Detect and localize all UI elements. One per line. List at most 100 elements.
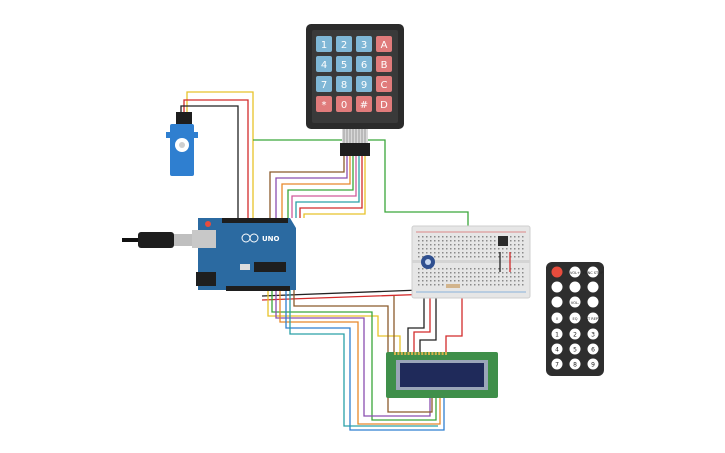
breadboard-hole bbox=[494, 248, 496, 250]
bb-lcd-red bbox=[413, 292, 431, 352]
remote-button[interactable] bbox=[551, 266, 563, 278]
breadboard-hole bbox=[474, 284, 476, 286]
keypad-key[interactable] bbox=[316, 36, 332, 52]
remote-button[interactable] bbox=[569, 281, 581, 293]
breadboard-hole bbox=[482, 236, 484, 238]
breadboard-hole bbox=[482, 244, 484, 246]
breadboard-hole bbox=[434, 244, 436, 246]
breadboard-hole bbox=[522, 276, 524, 278]
remote-button[interactable] bbox=[551, 296, 563, 308]
keypad-key[interactable] bbox=[376, 36, 392, 52]
breadboard-hole bbox=[458, 248, 460, 250]
keypad-key[interactable] bbox=[336, 56, 352, 72]
breadboard-hole bbox=[518, 268, 520, 270]
remote-button[interactable] bbox=[587, 296, 599, 308]
remote-digit-button[interactable] bbox=[569, 328, 581, 340]
breadboard-hole bbox=[446, 244, 448, 246]
breadboard-hole bbox=[510, 252, 512, 254]
remote-button[interactable] bbox=[569, 266, 581, 278]
breadboard-hole bbox=[470, 256, 472, 258]
keypad-key[interactable] bbox=[336, 76, 352, 92]
breadboard-hole bbox=[522, 240, 524, 242]
breadboard-hole bbox=[418, 284, 420, 286]
breadboard-hole bbox=[470, 276, 472, 278]
remote-digit-button[interactable] bbox=[551, 343, 563, 355]
breadboard-hole bbox=[494, 276, 496, 278]
keypad-key-label: B bbox=[381, 60, 388, 71]
remote-digit-button[interactable] bbox=[587, 358, 599, 370]
breadboard-hole bbox=[466, 256, 468, 258]
breadboard-hole bbox=[442, 256, 444, 258]
remote-button[interactable] bbox=[587, 312, 599, 324]
arduino-usb-port bbox=[192, 230, 216, 248]
breadboard-hole bbox=[430, 240, 432, 242]
breadboard-hole bbox=[478, 268, 480, 270]
breadboard-hole bbox=[430, 272, 432, 274]
breadboard-hole bbox=[470, 280, 472, 282]
keypad-key[interactable] bbox=[376, 56, 392, 72]
breadboard-hole bbox=[438, 252, 440, 254]
breadboard-hole bbox=[422, 268, 424, 270]
breadboard-hole bbox=[430, 268, 432, 270]
breadboard-hole bbox=[450, 272, 452, 274]
keypad-key[interactable] bbox=[316, 76, 332, 92]
lcd-pin bbox=[400, 352, 403, 355]
remote-button[interactable] bbox=[587, 281, 599, 293]
breadboard-hole bbox=[470, 248, 472, 250]
remote-button[interactable] bbox=[569, 312, 581, 324]
keypad-key[interactable] bbox=[356, 56, 372, 72]
keypad-ribbon bbox=[340, 129, 370, 156]
keypad-key[interactable] bbox=[376, 76, 392, 92]
remote-button[interactable] bbox=[587, 266, 599, 278]
usb-cable bbox=[122, 232, 196, 248]
breadboard-hole bbox=[478, 240, 480, 242]
breadboard-hole bbox=[454, 268, 456, 270]
remote-digit-button[interactable] bbox=[551, 358, 563, 370]
breadboard-hole bbox=[458, 240, 460, 242]
keypad-key[interactable] bbox=[316, 96, 332, 112]
keypad-key[interactable] bbox=[356, 36, 372, 52]
breadboard-hole bbox=[474, 276, 476, 278]
breadboard-hole bbox=[446, 280, 448, 282]
keypad-key[interactable] bbox=[356, 96, 372, 112]
remote-digit-button[interactable] bbox=[569, 358, 581, 370]
breadboard-hole bbox=[514, 276, 516, 278]
breadboard-hole bbox=[514, 236, 516, 238]
remote-button-label: 0 bbox=[556, 317, 558, 321]
arduino-chip bbox=[254, 262, 286, 272]
breadboard-hole bbox=[454, 244, 456, 246]
remote-digit-label: 1 bbox=[555, 332, 559, 339]
remote-digit-button[interactable] bbox=[587, 328, 599, 340]
keypad-key[interactable] bbox=[336, 36, 352, 52]
remote-button[interactable] bbox=[551, 281, 563, 293]
breadboard-hole bbox=[518, 244, 520, 246]
remote-button[interactable] bbox=[569, 296, 581, 308]
breadboard-hole bbox=[522, 284, 524, 286]
breadboard-hole bbox=[506, 268, 508, 270]
remote-button[interactable] bbox=[551, 312, 563, 324]
breadboard-hole bbox=[486, 284, 488, 286]
breadboard-hole bbox=[454, 256, 456, 258]
lcd-pin bbox=[404, 352, 407, 355]
keypad-key[interactable] bbox=[316, 56, 332, 72]
keypad-key[interactable] bbox=[376, 96, 392, 112]
breadboard-hole bbox=[470, 284, 472, 286]
remote-digit-button[interactable] bbox=[551, 328, 563, 340]
breadboard-hole bbox=[418, 240, 420, 242]
breadboard-hole bbox=[490, 256, 492, 258]
lcd-wire-teal bbox=[289, 290, 438, 427]
lcd-pin bbox=[421, 352, 424, 355]
remote-digit-button[interactable] bbox=[587, 343, 599, 355]
breadboard-hole bbox=[462, 248, 464, 250]
breadboard-hole bbox=[478, 244, 480, 246]
keypad-key[interactable] bbox=[336, 96, 352, 112]
breadboard-hole bbox=[506, 272, 508, 274]
keypad-key[interactable] bbox=[356, 76, 372, 92]
breadboard-hole bbox=[522, 244, 524, 246]
breadboard-hole bbox=[478, 256, 480, 258]
breadboard-hole bbox=[422, 272, 424, 274]
breadboard-hole bbox=[438, 248, 440, 250]
breadboard-hole bbox=[474, 248, 476, 250]
ir-receiver bbox=[498, 236, 508, 246]
remote-digit-button[interactable] bbox=[569, 343, 581, 355]
